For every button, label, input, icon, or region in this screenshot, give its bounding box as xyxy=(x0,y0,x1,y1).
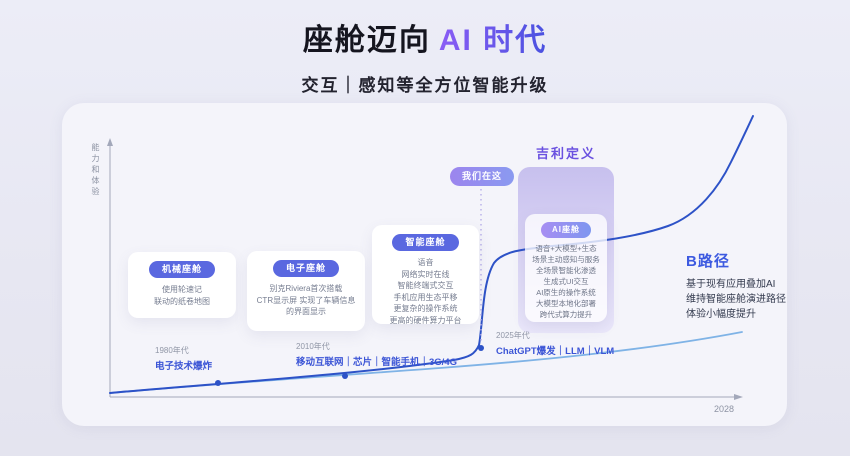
evolution-chart-panel: 能力和体验 2028 机械座舱 使用轮速记 联动的纸卷地图 电子座舱 别克Riv… xyxy=(62,103,787,426)
stage-line: 使用轮速记 xyxy=(162,285,202,294)
b-path-line: 基于现有应用叠加AI xyxy=(686,279,776,290)
curves-canvas xyxy=(107,115,754,400)
milestone-2025: 2025年代 ChatGPT爆发｜LLM｜VLM xyxy=(496,330,614,357)
x-axis-end-label: 2028 xyxy=(714,404,735,414)
milestone-event: ChatGPT爆发｜LLM｜VLM xyxy=(496,346,615,357)
milestone-1980: 1980年代 电子技术爆炸 xyxy=(155,345,212,372)
geely-defined-label: 吉利定义 xyxy=(535,146,596,161)
stage-pill-smart: 智能座舱 xyxy=(392,234,459,251)
stage-pill-mechanical: 机械座舱 xyxy=(148,261,215,278)
stage-line: 更高的硬件算力平台 xyxy=(389,315,462,325)
stage-line: 场景主动感知与服务 xyxy=(532,255,600,264)
stage-line: 语音+大模型+生态 xyxy=(535,244,597,253)
page-subtitle: 交互｜感知等全方位智能升级 xyxy=(301,76,549,95)
milestone-era: 2025年代 xyxy=(496,331,530,340)
stage-line: 别克Riviera首次搭载 xyxy=(269,284,343,293)
stage-lines-smart: 语音 网络实时在线 智能终端式交互 手机应用生态平移 更复杂的操作系统 更高的硬… xyxy=(390,257,462,326)
x-axis-arrow-icon xyxy=(734,394,743,400)
stage-pill-electronic: 电子座舱 xyxy=(272,260,339,277)
stage-line: 智能终端式交互 xyxy=(397,281,454,290)
stage-line: AI原生的操作系统 xyxy=(536,288,596,297)
stage-lines-electronic: 别克Riviera首次搭载 CTR显示屏 实现了车辆信息 的界面显示 xyxy=(257,283,356,318)
stage-line: 联动的纸卷地图 xyxy=(154,296,210,306)
stage-line: 大模型本地化部署 xyxy=(536,299,596,308)
stage-line: 网络实时在线 xyxy=(401,269,450,279)
title-prefix: 座舱迈向 xyxy=(302,24,431,57)
b-path-line: 体验小幅度提升 xyxy=(686,309,756,320)
stage-line: 生成式UI交互 xyxy=(543,277,589,286)
stage-pill-ai: AI座舱 xyxy=(541,222,591,238)
b-path-line: 维持智能座舱演进路径 xyxy=(686,294,786,305)
b-path-annotation: B路径 基于现有应用叠加AI 维持智能座舱演进路径 体验小幅度提升 xyxy=(686,250,786,322)
y-axis-arrow-icon xyxy=(107,138,113,146)
stage-line: CTR显示屏 实现了车辆信息 xyxy=(256,295,356,305)
milestone-dot-2010 xyxy=(342,373,348,379)
stage-line: 全场景智能化渗透 xyxy=(536,266,596,275)
ai-path-curve xyxy=(109,115,754,394)
stage-line: 跨代式算力提升 xyxy=(539,310,593,319)
stage-line: 的界面显示 xyxy=(285,307,326,316)
we-are-here-badge: 我们在这 xyxy=(450,167,515,186)
milestone-event: 移动互联网｜芯片｜智能手机｜3G/4G xyxy=(296,357,457,368)
milestone-event: 电子技术爆炸 xyxy=(155,361,213,372)
stage-card-electronic: 电子座舱 别克Riviera首次搭载 CTR显示屏 实现了车辆信息 的界面显示 xyxy=(247,251,365,331)
milestone-era: 1980年代 xyxy=(155,346,189,355)
stage-line: 手机应用生态平移 xyxy=(393,292,458,302)
milestone-dot-2025 xyxy=(478,345,484,351)
stage-line: 更复杂的操作系统 xyxy=(393,304,458,313)
y-axis-label: 能力和体验 xyxy=(91,143,100,198)
stage-lines-mechanical: 使用轮速记 联动的纸卷地图 xyxy=(154,284,210,307)
stage-card-ai: AI座舱 语音+大模型+生态 场景主动感知与服务 全场景智能化渗透 生成式UI交… xyxy=(525,214,607,322)
milestone-era: 2010年代 xyxy=(296,342,330,351)
stage-lines-ai: 语音+大模型+生态 场景主动感知与服务 全场景智能化渗透 生成式UI交互 AI原… xyxy=(532,243,600,320)
milestone-dot-1980 xyxy=(215,380,221,386)
milestone-2010: 2010年代 移动互联网｜芯片｜智能手机｜3G/4G xyxy=(296,341,457,368)
b-path-title: B路径 xyxy=(686,253,730,270)
stage-card-mechanical: 机械座舱 使用轮速记 联动的纸卷地图 xyxy=(128,252,236,318)
stage-card-smart: 智能座舱 语音 网络实时在线 智能终端式交互 手机应用生态平移 更复杂的操作系统… xyxy=(372,225,479,326)
stage-line: 语音 xyxy=(417,258,434,267)
b-path-lines: 基于现有应用叠加AI 维持智能座舱演进路径 体验小幅度提升 xyxy=(686,277,786,322)
title-highlight: AI 时代 xyxy=(438,24,548,57)
